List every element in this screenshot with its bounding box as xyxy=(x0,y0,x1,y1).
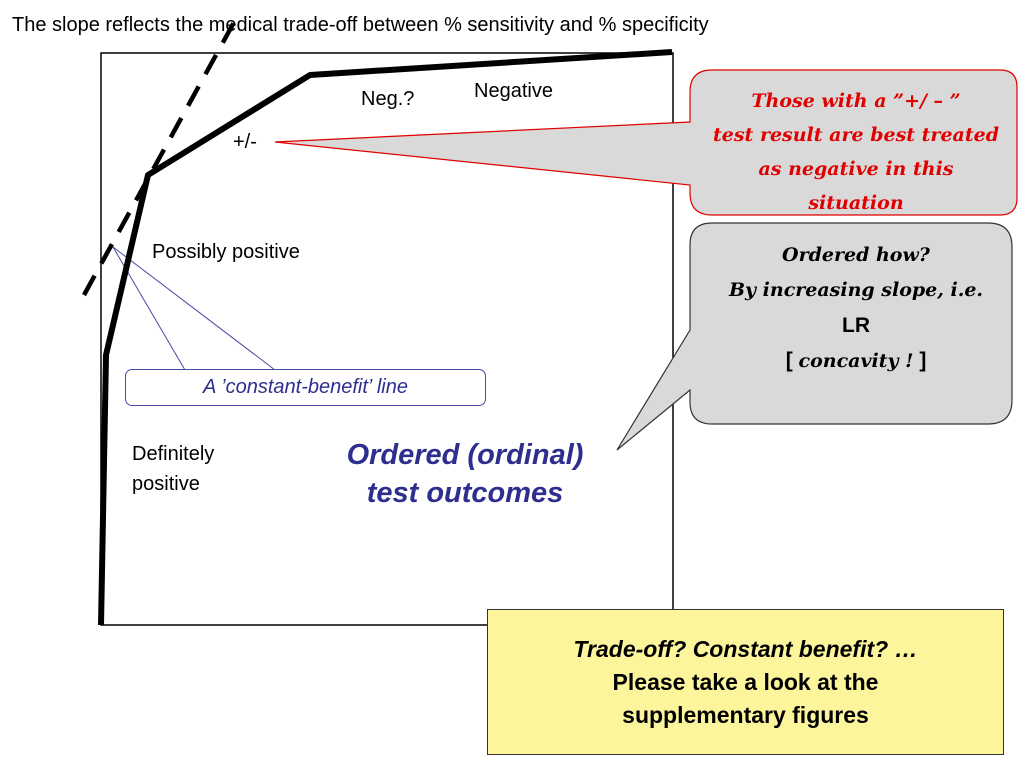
bracket-open: [ xyxy=(785,349,799,372)
label-neg-question: Neg.? xyxy=(361,88,415,110)
red-callout-line: test result are best treated xyxy=(713,124,999,146)
supplementary-line3: supplementary figures xyxy=(622,701,869,728)
label-negative: Negative xyxy=(474,80,553,102)
grey-callout-line2: By increasing slope, i.e. xyxy=(728,279,984,301)
red-callout-line: situation xyxy=(808,192,904,214)
ordered-outcomes-label: Ordered (ordinal) test outcomes xyxy=(300,436,630,512)
supplementary-line2: Please take a look at the xyxy=(612,668,879,695)
grey-callout-bubble xyxy=(616,222,1013,451)
label-possibly-positive: Possibly positive xyxy=(152,241,300,263)
grey-callout-line4: [ concavity ! ] xyxy=(700,343,1012,379)
grey-callout-lr: LR xyxy=(842,314,870,337)
constant-benefit-line xyxy=(82,13,240,297)
constant-benefit-label-box: A ’constant-benefit’ line xyxy=(125,369,486,406)
bracket-close: ] xyxy=(913,349,927,372)
slide-title: The slope reflects the medical trade-off… xyxy=(12,14,709,36)
roc-curve xyxy=(98,49,673,626)
label-plus-minus: +/- xyxy=(233,131,257,153)
label-definitely-line2: positive xyxy=(132,473,200,495)
red-callout-text: Those with a ”+/ – ” test result are bes… xyxy=(705,84,1007,220)
label-definitely-line1: Definitely xyxy=(132,443,215,465)
ordered-outcomes-line2: test outcomes xyxy=(366,477,564,509)
red-callout-line: as negative in this xyxy=(758,158,954,180)
red-callout-bubble xyxy=(274,69,1018,216)
supplementary-note-box: Trade-off? Constant benefit? … Please ta… xyxy=(487,609,1004,755)
label-definitely-positive: Definitely positive xyxy=(132,439,214,499)
constant-benefit-label: A ’constant-benefit’ line xyxy=(203,376,408,398)
red-callout-line: Those with a ”+/ – ” xyxy=(751,90,961,112)
grey-callout-line1: Ordered how? xyxy=(782,244,930,266)
supplementary-question: Trade-off? Constant benefit? … xyxy=(573,635,918,662)
grey-callout-text: Ordered how? By increasing slope, i.e. L… xyxy=(700,238,1012,379)
constant-benefit-pointer xyxy=(112,246,276,371)
plot-frame xyxy=(100,52,674,626)
ordered-outcomes-line1: Ordered (ordinal) xyxy=(346,439,584,471)
constant-benefit-pointer xyxy=(112,246,186,371)
concavity-text: concavity ! xyxy=(798,350,914,372)
